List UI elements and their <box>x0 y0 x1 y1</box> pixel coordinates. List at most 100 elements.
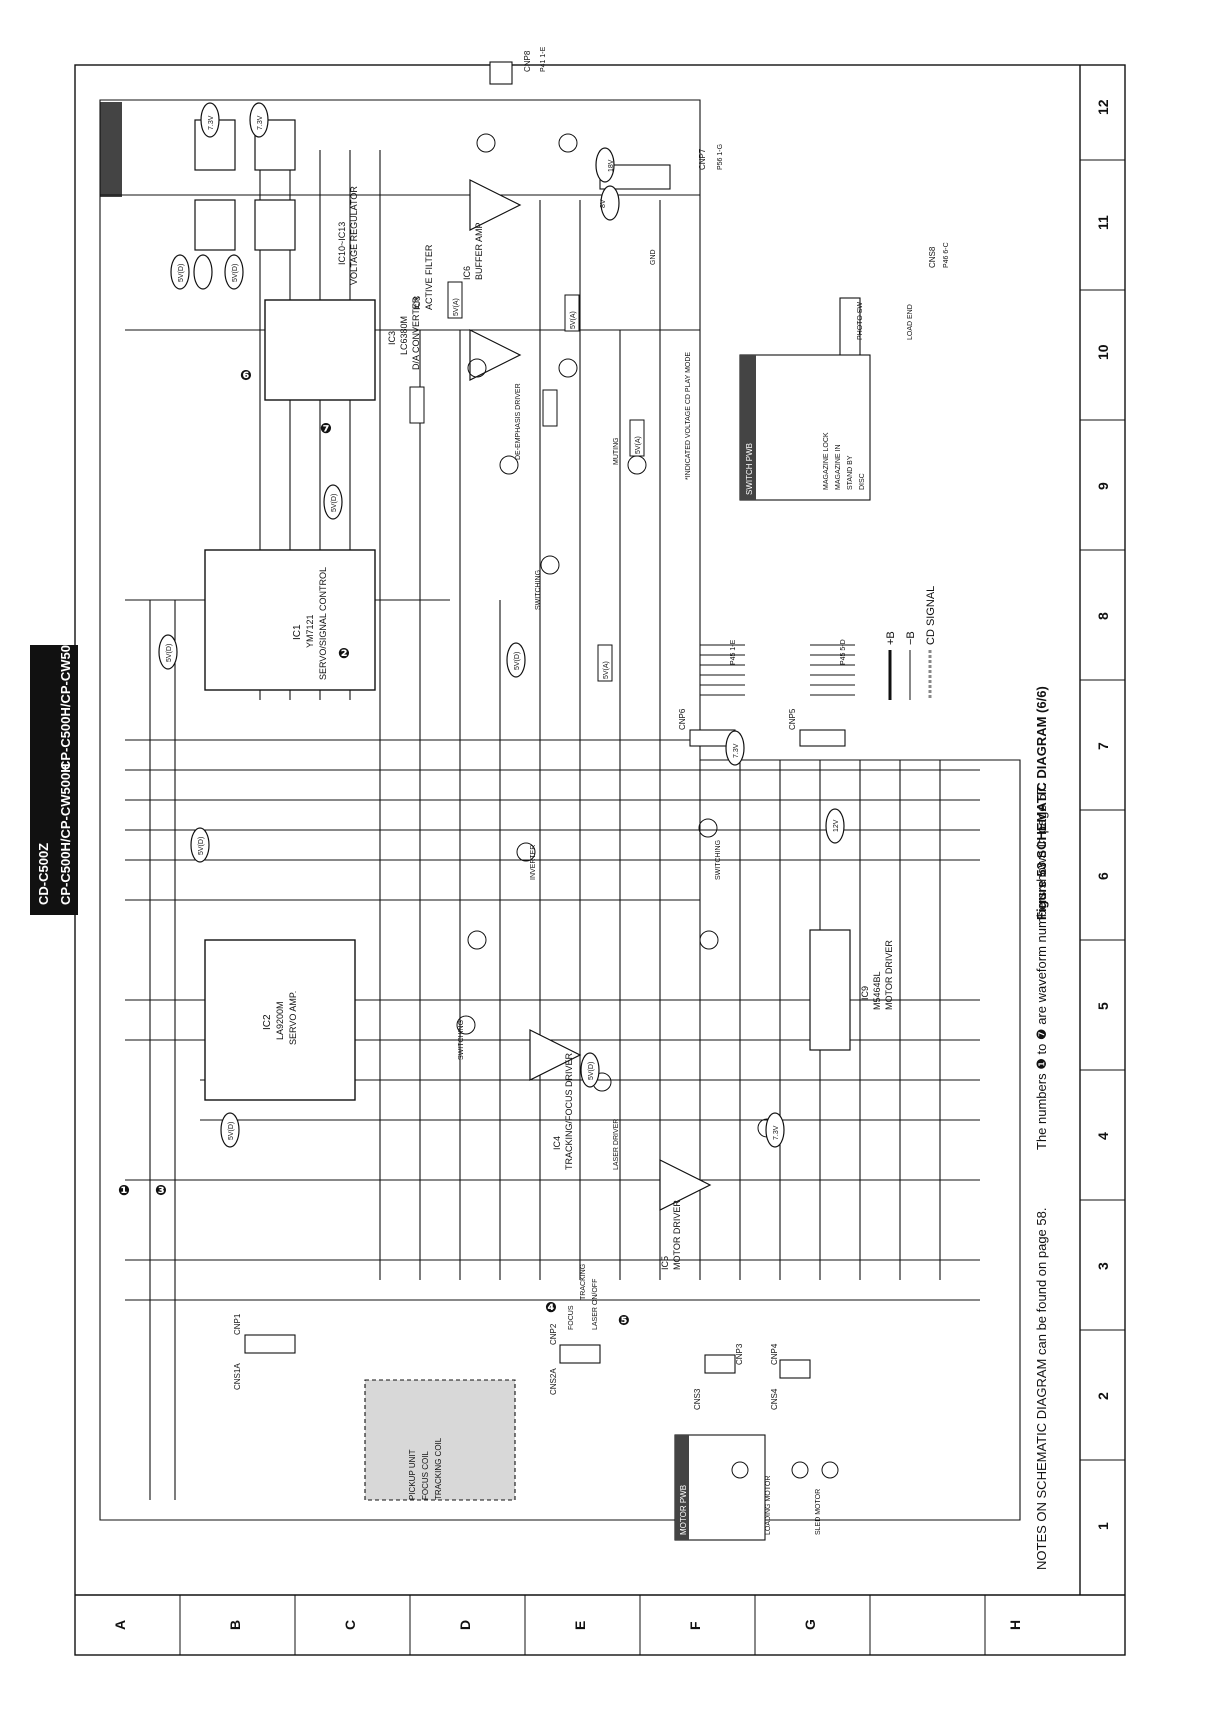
gnd-label: GND <box>650 249 657 265</box>
v5a-label-c: 5V(A) <box>635 436 642 454</box>
v5d-label-f: 5V(D) <box>198 837 205 855</box>
v73-label-d: 7.3V <box>773 1125 780 1140</box>
voltage-ovals <box>158 102 845 1148</box>
grid-row-d: D <box>457 1620 473 1630</box>
p45-1e-label: P45 1-E <box>730 639 737 665</box>
v5d-label-g: 5V(D) <box>228 1122 235 1140</box>
grid-row-labels: A B C D E F G H <box>112 1619 1023 1630</box>
ic1-ref: IC1 <box>292 624 303 640</box>
stand-by-label: STAND BY <box>847 455 854 490</box>
focus-label: FOCUS <box>568 1305 575 1330</box>
ic5-ref: IC5 <box>660 1256 670 1270</box>
grid-col-7: 7 <box>1095 742 1111 750</box>
grid-row-b: B <box>227 1620 243 1630</box>
grid-col-12: 12 <box>1095 99 1111 115</box>
tracking-label: TRACKING <box>580 1264 587 1300</box>
v5d-label-d: 5V(D) <box>166 644 173 662</box>
p45-stubs <box>700 644 855 696</box>
model-cp-c500h-right: CP-C500H/CP-CW500H <box>58 628 73 770</box>
de-emphasis-label: DE-EMPHASIS DRIVER <box>515 383 522 460</box>
cnp7-label: CNP7 <box>698 148 707 170</box>
waveform-7: ❼ <box>320 420 332 436</box>
schematic-wiring <box>99 99 1021 1521</box>
connector-labels: CNP1 CNP2 CNP3 CNP4 CNP6 CNP5 CNP7 CNP8 … <box>233 50 937 1410</box>
ic8-block: IC8 ACTIVE FILTER <box>412 244 522 381</box>
ic3-desc: D/A CONVERTER <box>411 296 421 370</box>
ic2-ref: IC2 <box>262 1014 273 1030</box>
sled-motor-icon <box>791 1461 809 1479</box>
grid-col-9: 9 <box>1095 482 1111 490</box>
ic3-block: IC3 LC6380M D/A CONVERTER <box>264 296 421 401</box>
grid-col-5: 5 <box>1095 1002 1111 1010</box>
legend: +B −B CD SIGNAL <box>885 586 937 700</box>
muting-label: MUTING <box>613 437 620 465</box>
function-labels: LASER DRIVER SWITCHING SWITCHING SWITCHI… <box>458 46 847 1330</box>
grid-col-11: 11 <box>1095 215 1111 230</box>
focus-coil-label: FOCUS COIL <box>421 1451 430 1500</box>
p46-6c-label: P46 6-C <box>943 242 950 268</box>
v5d-label-b: 5V(D) <box>232 264 239 282</box>
p45-5d-label: P45 5-D <box>840 639 847 665</box>
motor-pwb-label: MOTOR PWB <box>679 1485 688 1535</box>
waveform-5: ❺ <box>618 1312 630 1328</box>
tracking-coil-label: TRACKING COIL <box>434 1437 443 1500</box>
cns3-label: CNS3 <box>693 1388 702 1410</box>
ic9-block: IC9 M5464BL MOTOR DRIVER <box>809 929 894 1051</box>
v12-label: 12V <box>833 819 840 832</box>
load-end-label: LOAD END <box>907 304 914 340</box>
switching-label-b: SWITCHING <box>715 840 722 880</box>
v5d-label-h: 5V(D) <box>588 1062 595 1080</box>
ic4-ref: IC4 <box>552 1136 562 1150</box>
waveform-1: ❶ <box>118 1182 130 1198</box>
loading-motor-label: LOADING MOTOR <box>765 1476 772 1535</box>
captions: Figure 53 SCHEMATIC DIAGRAM (6/6) The nu… <box>1034 686 1049 1570</box>
ic10-13-block: IC10~IC13 VOLTAGE REGULATOR <box>194 119 359 285</box>
ic6-ref: IC6 <box>462 266 472 280</box>
grid-cols <box>1080 159 1125 1461</box>
model-cp-c500h-left: CP-C500H/CP-CW500H <box>58 763 73 905</box>
cnp5-label: CNP5 <box>788 708 797 730</box>
waveform-3: ❸ <box>155 1182 167 1198</box>
ic9-ref: IC9 <box>860 986 870 1000</box>
ic3-part: LC6380M <box>399 316 409 355</box>
grid-row-g: G <box>802 1619 818 1630</box>
ic10-13-ref: IC10~IC13 <box>337 222 347 265</box>
v5a-label-a: 5V(A) <box>453 298 460 316</box>
waveform-6: ❻ <box>240 367 252 383</box>
ic4-block: IC4 TRACKING/FOCUS DRIVER <box>529 1029 582 1170</box>
grid-row-h: H <box>1007 1620 1023 1630</box>
grid-col-10: 10 <box>1095 344 1111 360</box>
cns8-label: CNS8 <box>928 246 937 268</box>
v8-label: 8V <box>600 199 607 208</box>
ic9-desc: MOTOR DRIVER <box>884 940 894 1010</box>
cnp8-label: CNP8 <box>523 50 532 72</box>
v18-label: 18V <box>608 159 615 172</box>
v73-label-b: 7.3V <box>257 115 264 130</box>
switching-label-c: SWITCHING <box>458 1020 465 1060</box>
grid-col-labels: 1 2 3 4 5 6 7 8 9 10 11 12 <box>1095 99 1111 1530</box>
legend-plus-b: +B <box>885 631 897 645</box>
model-cd-c500z: CD-C500Z <box>36 843 51 905</box>
pickup-unit-label: PICKUP UNIT <box>408 1449 417 1500</box>
grid-rows <box>179 1595 986 1655</box>
model-header-bg <box>30 645 78 915</box>
v5a-label-b: 5V(A) <box>570 311 577 329</box>
legend-minus-b: −B <box>905 631 917 645</box>
figure-caption: Figure 53 SCHEMATIC DIAGRAM (6/6) <box>1034 686 1049 920</box>
motor-pwb-board: MOTOR PWB LOADING MOTOR SLED MOTOR <box>674 1434 839 1541</box>
motor-symbol-icon <box>821 1461 839 1479</box>
waveform-4: ❹ <box>545 1299 557 1315</box>
grid-col-3: 3 <box>1095 1262 1111 1270</box>
v73-label-a: 7.3V <box>208 115 215 130</box>
grid-col-2: 2 <box>1095 1392 1111 1400</box>
pickup-unit-board: PICKUP UNIT FOCUS COIL TRACKING COIL <box>364 1379 516 1501</box>
loading-motor-icon <box>731 1461 749 1479</box>
ic2-desc: SERVO AMP. <box>288 991 298 1045</box>
grid-col-4: 4 <box>1095 1132 1111 1140</box>
ic9-part: M5464BL <box>872 971 882 1010</box>
ic6-desc: BUFFER AMP <box>474 222 484 280</box>
grid-col-1: 1 <box>1095 1522 1111 1530</box>
waveform-markers: ❶ ❸ ❷ ❹ ❺ ❻ ❼ <box>118 367 630 1328</box>
ic1-block: IC1 YM7121 SERVO/SIGNAL CONTROL <box>204 549 376 691</box>
